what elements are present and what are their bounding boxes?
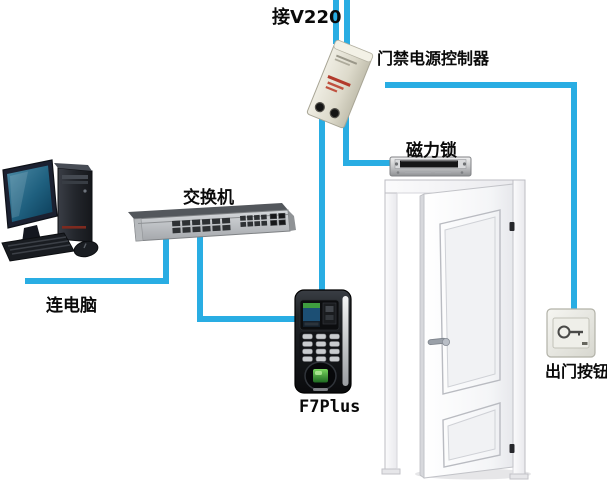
terminal-keypad [299,332,342,362]
terminal-side-strip [342,296,349,386]
exit-button-corner-mark [582,342,588,345]
fingerprint-terminal-label: F7Plus [299,397,361,417]
cable-controller-to-lock-horizontal [343,160,395,166]
cable-switch-to-computer-vertical [163,236,169,284]
magnetic-lock-label: 磁力锁 [406,141,457,161]
cable-mains-right [344,0,350,52]
power-controller-label: 门禁电源控制器 [377,49,490,68]
cable-controller-to-terminal [319,112,325,293]
fingerprint-terminal-illustration [294,289,352,394]
door-hinge-top [509,222,515,231]
power-controller-illustration [306,39,374,129]
exit-button-label: 出门按钮 [545,362,607,381]
network-switch-illustration [128,203,296,242]
door-hinge-bottom [509,444,515,453]
computer-illustration [1,159,99,262]
switch-sfp-ports [269,212,286,226]
door-leaf [419,183,515,479]
cable-switch-to-terminal-vertical [197,236,203,322]
computer-keyboard [1,232,75,262]
controller-red-label [327,75,351,87]
computer-label: 连电脑 [46,296,97,316]
cable-controller-to-lock-vertical [343,116,349,166]
cable-controller-to-exitbutton-vertical [571,82,577,312]
switch-port-bank-1 [172,217,231,234]
magnetic-lock-plate [400,160,458,168]
controller-connector-left [314,102,325,113]
computer-monitor [2,159,58,248]
door-illustration [381,179,531,480]
cable-computer-horizontal [25,278,169,284]
cable-mains-left [333,0,339,44]
power-input-label: 接V220 [272,7,342,28]
terminal-brand-mark [313,388,328,391]
fingerprint-sensor [304,361,337,391]
magnetic-lock-illustration [389,156,472,177]
computer-mouse [73,240,99,258]
computer-tower [54,163,93,243]
terminal-screen [299,299,340,331]
network-switch-label: 交换机 [183,188,234,208]
cable-switch-to-terminal-horizontal [197,316,298,322]
door-handle-icon [427,337,451,346]
exit-button-illustration [546,308,596,358]
controller-connector-right [329,108,340,119]
switch-port-bank-2 [240,214,268,227]
cable-controller-to-exitbutton-horizontal [385,82,577,88]
key-icon [557,325,583,339]
